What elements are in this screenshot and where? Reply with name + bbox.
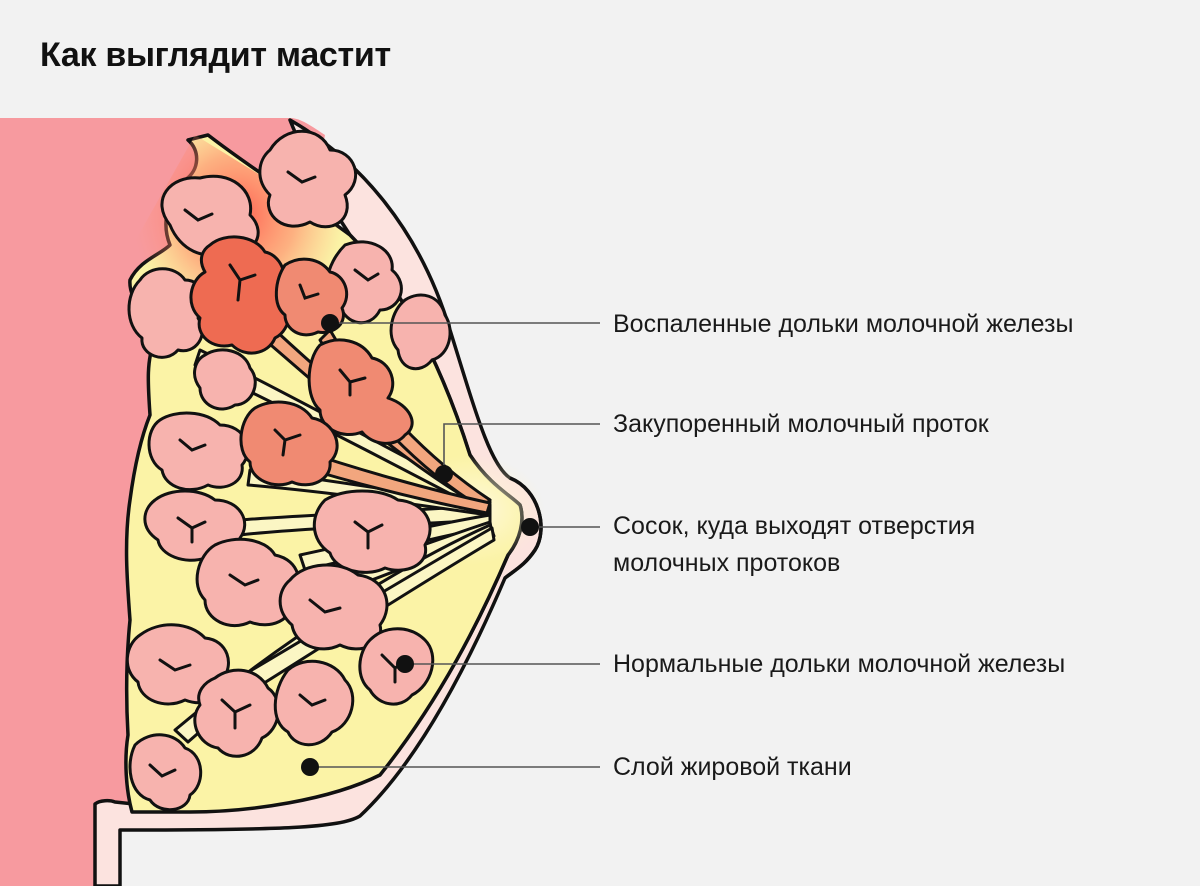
- label-inflamed-lobules: Воспаленные дольки молочной железы: [613, 310, 1074, 338]
- label-normal-lobules: Нормальные дольки молочной железы: [613, 650, 1066, 678]
- label-fat-layer: Слой жировой ткани: [613, 753, 852, 781]
- callout-dot-inflamed: [321, 314, 339, 332]
- page-title: Как выглядит мастит: [40, 36, 391, 74]
- leader-lines: [310, 322, 600, 768]
- callout-dot-fat: [301, 758, 319, 776]
- label-blocked-duct: Закупоренный молочный проток: [613, 410, 989, 438]
- callout-dots: [301, 314, 539, 776]
- callout-dot-nipple: [521, 518, 539, 536]
- label-nipple: Сосок, куда выходят отверстия молочных п…: [613, 508, 975, 582]
- callout-dot-normal: [396, 655, 414, 673]
- label-nipple-line2: молочных протоков: [613, 549, 841, 577]
- lobule-branch-marks: [148, 170, 410, 778]
- label-nipple-line1: Сосок, куда выходят отверстия: [613, 512, 976, 540]
- callout-dot-duct: [435, 465, 453, 483]
